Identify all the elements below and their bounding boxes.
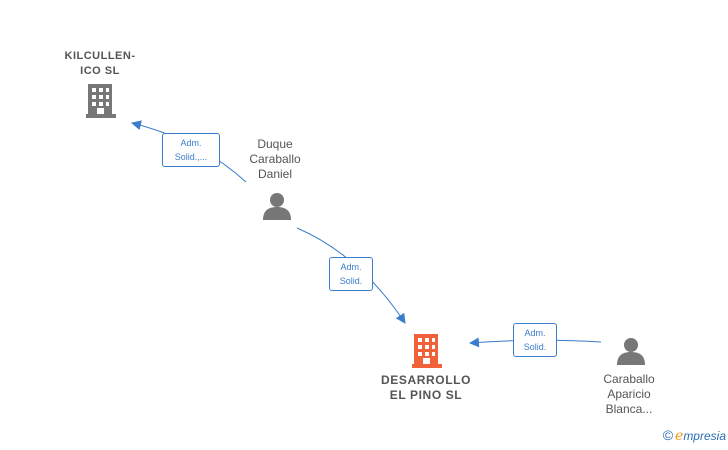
- brand-name: mpresia: [683, 429, 726, 443]
- node-label-line: Caraballo: [249, 152, 301, 166]
- node-label-line: KILCULLEN-: [64, 50, 136, 62]
- copyright-icon: ©: [662, 427, 674, 443]
- edge-label-line: Adm.: [180, 138, 202, 148]
- edge-label-duque-to-kilcullen[interactable]: Adm. Solid.,...: [162, 133, 220, 167]
- node-label-line: Duque: [257, 137, 293, 151]
- edge-label-line: Adm.: [340, 262, 362, 272]
- node-label-kilcullen[interactable]: KILCULLEN- ICO SL: [50, 49, 150, 79]
- person-icon[interactable]: [617, 338, 645, 365]
- node-label-caraballo[interactable]: Caraballo Aparicio Blanca...: [579, 372, 679, 417]
- node-label-desarrollo[interactable]: DESARROLLO EL PINO SL: [366, 373, 486, 403]
- node-label-line: Aparicio: [607, 387, 651, 401]
- node-label-line: EL PINO SL: [389, 388, 463, 402]
- brand-logo: ©empresia: [663, 427, 726, 444]
- node-label-line: Caraballo: [603, 372, 655, 386]
- edge-label-line: Solid.,...: [174, 152, 208, 162]
- building-icon[interactable]: [86, 84, 116, 118]
- node-label-line: Blanca...: [605, 402, 653, 416]
- node-label-line: ICO SL: [80, 65, 120, 77]
- edge-label-duque-to-desarrollo[interactable]: Adm. Solid.: [329, 257, 373, 291]
- edge-label-caraballo-to-desarrollo[interactable]: Adm. Solid.: [513, 323, 557, 357]
- edge-label-line: Solid.: [523, 342, 547, 352]
- node-label-line: DESARROLLO: [381, 373, 471, 387]
- edge-label-line: Solid.: [339, 276, 363, 286]
- person-icon[interactable]: [263, 193, 291, 220]
- node-label-line: Daniel: [257, 167, 293, 181]
- building-icon[interactable]: [412, 334, 442, 368]
- brand-e: e: [675, 428, 684, 444]
- node-label-duque[interactable]: Duque Caraballo Daniel: [225, 137, 325, 182]
- edge-label-line: Adm.: [524, 328, 546, 338]
